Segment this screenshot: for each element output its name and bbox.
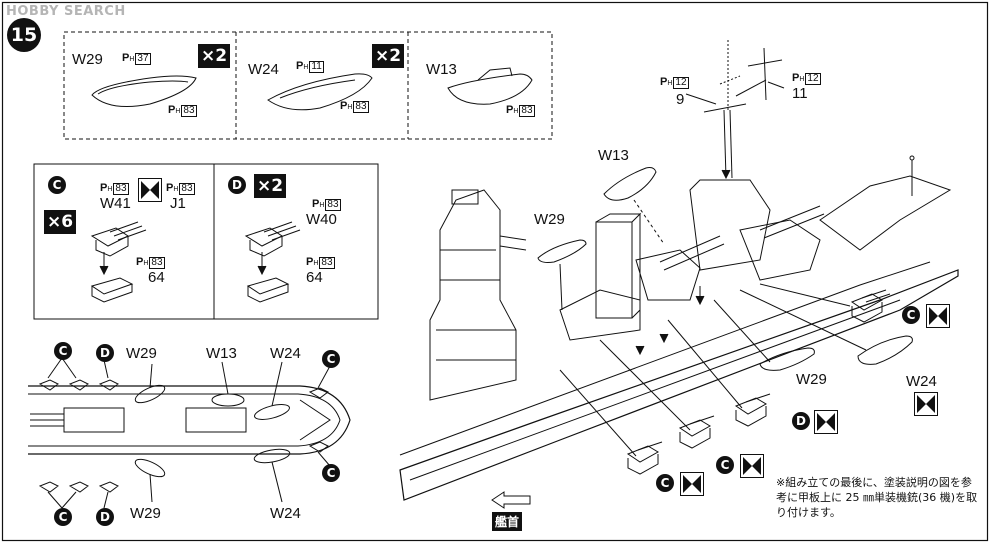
plan-top-w24: W24 xyxy=(270,345,301,362)
mount-c-part-b: J1 xyxy=(170,195,186,212)
boat-w13-part: W13 xyxy=(426,61,457,78)
mount-c-part-a: W41 xyxy=(100,195,131,212)
ship-c-mount-3: C xyxy=(656,474,674,492)
bowtie-icon xyxy=(138,178,162,202)
hobby-search-logo: HOBBY SEARCH xyxy=(6,4,126,19)
mount-d-multiplier: ×2 xyxy=(254,174,287,198)
ship-w29-label: W29 xyxy=(534,211,565,228)
bowtie-icon xyxy=(926,304,950,328)
plan-bottom-c1: C xyxy=(54,508,72,526)
ship-w29-right-label: W29 xyxy=(796,371,827,388)
mount-c-base: 64 xyxy=(148,269,165,286)
plan-top-c1: C xyxy=(54,342,72,360)
ship-c-mount-1: C xyxy=(902,306,920,324)
bowtie-icon xyxy=(740,454,764,478)
boat-w29-multiplier: ×2 xyxy=(198,44,231,68)
step-number-badge: 15 xyxy=(7,18,41,52)
mount-d-base: 64 xyxy=(306,269,323,286)
mount-c-multiplier: ×6 xyxy=(44,210,77,234)
plan-top-d: D xyxy=(96,344,114,362)
mast-right-part: 11 xyxy=(792,85,808,102)
bowtie-icon xyxy=(680,472,704,496)
plan-top-w13: W13 xyxy=(206,345,237,362)
bowtie-icon xyxy=(914,392,938,416)
plan-right-c-top: C xyxy=(322,350,340,368)
mount-c-badge: C xyxy=(48,176,66,194)
ship-w24-right-label: W24 xyxy=(906,373,937,390)
mount-d-part-a: W40 xyxy=(306,211,337,228)
plan-bottom-w24: W24 xyxy=(270,505,301,522)
ship-w13-label: W13 xyxy=(598,147,629,164)
boat-w29-part: W29 xyxy=(72,51,103,68)
mount-d-badge: D xyxy=(228,176,246,194)
plan-right-c-bottom: C xyxy=(322,464,340,482)
plan-bottom-w29: W29 xyxy=(130,505,161,522)
ship-d-mount: D xyxy=(792,412,810,430)
bow-label: 艦首 xyxy=(492,512,523,531)
bowtie-icon xyxy=(814,410,838,434)
ship-c-mount-2: C xyxy=(716,456,734,474)
boat-w24-part: W24 xyxy=(248,61,279,78)
assembly-note: ※組み立ての最後に、塗装説明の図を参考に甲板上に 25 ㎜単装機銃(36 機)を… xyxy=(776,476,978,519)
boat-w24-multiplier: ×2 xyxy=(372,44,405,68)
plan-top-w29: W29 xyxy=(126,345,157,362)
mast-left-part: 9 xyxy=(676,91,685,108)
plan-bottom-d: D xyxy=(96,508,114,526)
